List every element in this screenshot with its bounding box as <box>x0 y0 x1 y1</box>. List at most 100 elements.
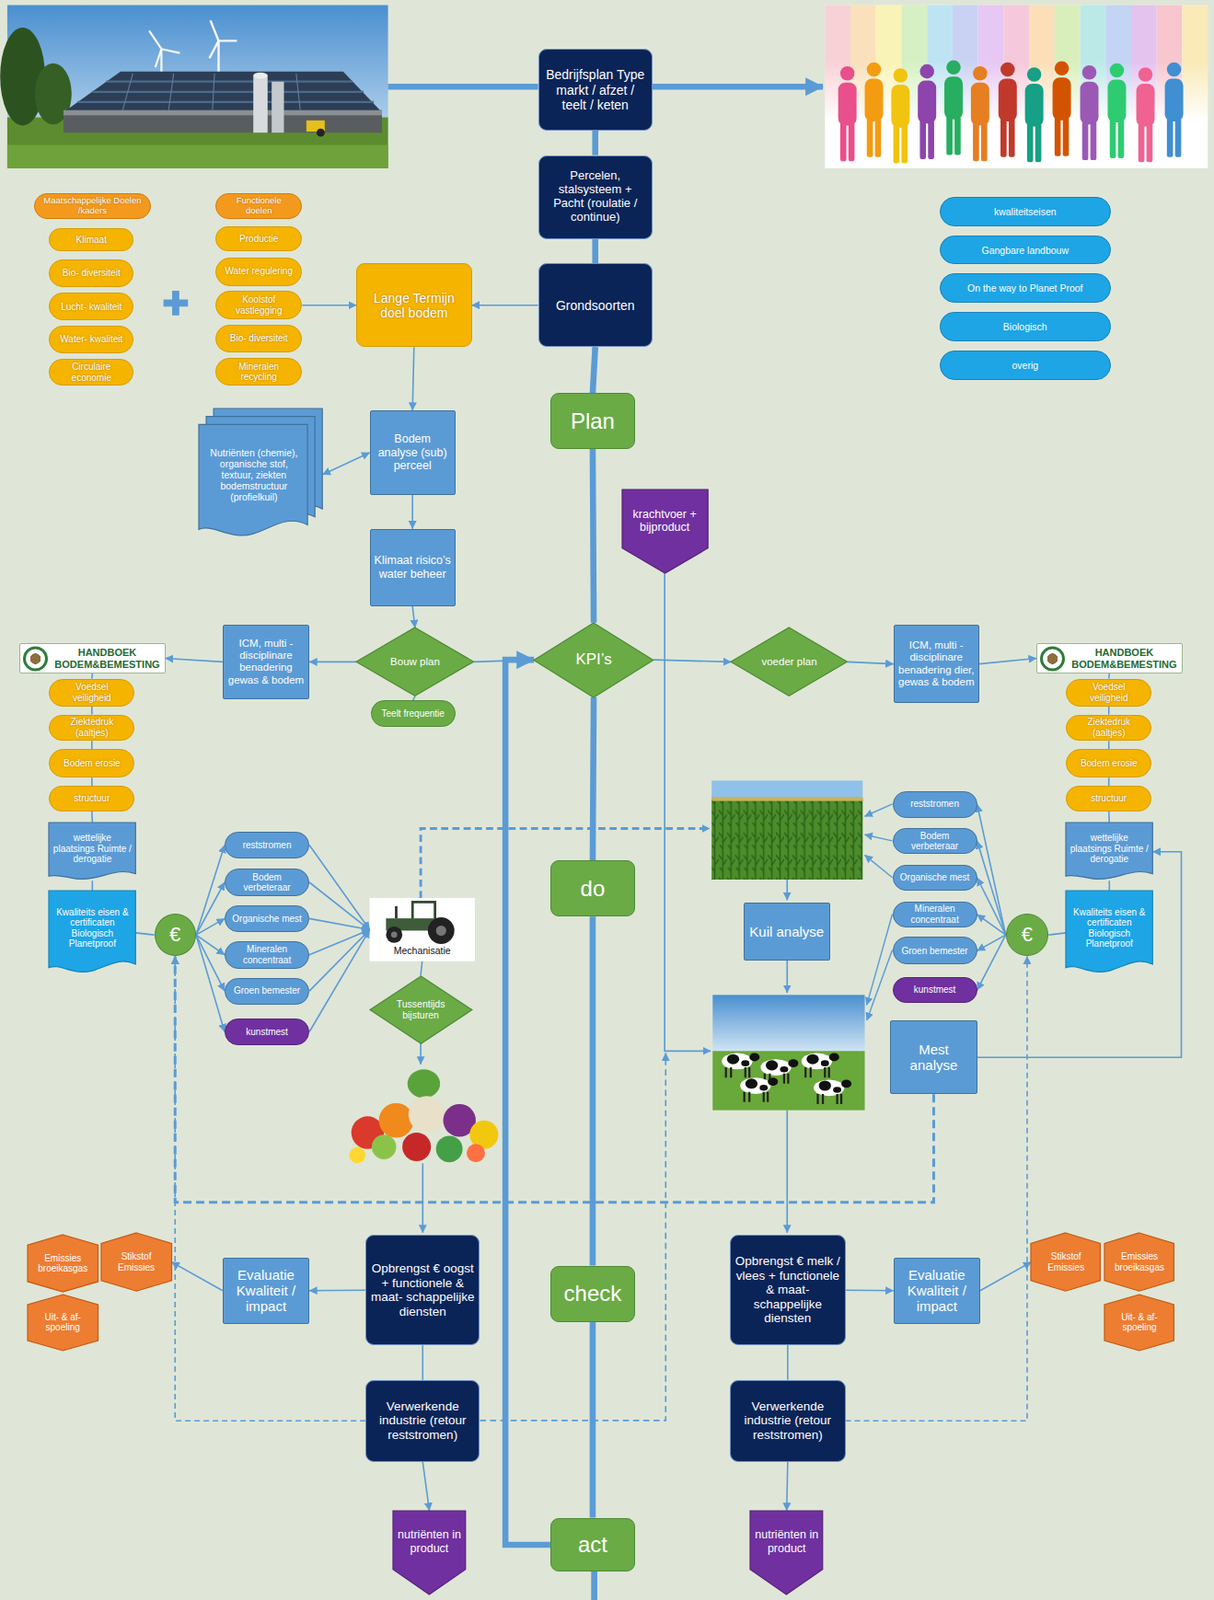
connector <box>323 452 370 475</box>
node-text: Emissies broeikasgas <box>31 1253 95 1275</box>
money-circle: € <box>1005 913 1050 958</box>
connector <box>309 845 370 931</box>
node-text: Ziektedruk (aaltjes) <box>1073 716 1145 739</box>
label-pill: Ziektedruk (aaltjes) <box>48 715 135 742</box>
node-text: Grondsoorten <box>543 298 648 313</box>
emission-hexagon: Emissies broeikasgas <box>1104 1233 1174 1292</box>
document-stack: Nutriënten (chemie), organische stof, te… <box>198 408 323 542</box>
process-box: ICM, multi - disciplinare benadering gew… <box>222 624 310 700</box>
phase-box: Plan <box>550 393 636 450</box>
label-pill: Groen bemester <box>224 978 310 1006</box>
cows-photo <box>813 1079 852 1105</box>
tractor-picture <box>394 906 398 919</box>
document-shape: Kwaliteits eisen & certificaten Biologis… <box>1065 890 1153 975</box>
cows-photo <box>712 994 865 1110</box>
node-text: Bedrijfsplan Type markt / afzet / teelt … <box>543 67 648 112</box>
label-pill: Circulaire economie <box>48 358 134 386</box>
node-text: Circulaire economie <box>56 361 127 383</box>
connector <box>592 449 594 624</box>
node-text: KPI’s <box>557 650 630 670</box>
node-text: € <box>156 923 195 947</box>
node-text: Evaluatie Kwaliteit / impact <box>227 1267 305 1316</box>
process-box: ICM, multi - disciplinare benadering die… <box>893 624 980 704</box>
connector <box>979 659 1037 665</box>
phase-box: check <box>550 1266 636 1323</box>
connector <box>136 933 155 936</box>
label-pill: Functionele doelen <box>215 193 302 220</box>
decision-diamond: Tussentijds bijsturen <box>369 976 473 1044</box>
shape-outline <box>27 1235 99 1293</box>
label-pill: Mineralen recycling <box>215 358 302 386</box>
cows-photo <box>801 1053 840 1079</box>
shoppers-photo <box>1080 65 1099 161</box>
connector <box>171 1262 222 1292</box>
node-text: ICM, multi - disciplinare benadering die… <box>898 639 975 689</box>
connector <box>1108 811 1110 823</box>
label-pill: Gangbare landbouw <box>939 235 1111 265</box>
shoppers-photo <box>1107 63 1126 159</box>
label-pill: reststromen <box>892 791 978 819</box>
node-text: do <box>554 876 631 902</box>
process-box: Percelen, stalsysteem + Pacht (roulatie … <box>538 155 653 240</box>
node-text: Percelen, stalsysteem + Pacht (roulatie … <box>543 169 648 225</box>
connector <box>92 880 94 891</box>
connector <box>165 659 223 663</box>
farm-photo <box>253 72 268 80</box>
document-shape: wettelijke plaatsings Ruimte / derogatie <box>1065 822 1153 881</box>
farm-photo <box>271 81 284 133</box>
process-box: Evaluatie Kwaliteit / impact <box>222 1258 310 1325</box>
output-pentagon: nutriënten in product <box>393 1511 466 1596</box>
connector <box>786 1462 788 1512</box>
label-pill: Klimaat <box>48 228 134 251</box>
label-pill: Productie <box>215 226 302 252</box>
connector <box>786 1345 789 1381</box>
connector <box>977 852 1182 1059</box>
flow-lines <box>419 1042 422 1064</box>
logo-icon <box>23 646 48 671</box>
node-text: wettelijke plaatsings Ruimte / derogatie <box>52 832 132 866</box>
connector <box>505 659 551 1546</box>
node-text: Ziektedruk (aaltjes) <box>56 716 128 739</box>
node-text: overig <box>948 359 1103 371</box>
node-text: Lange Termijn doel bodem <box>360 290 467 321</box>
label-pill: On the way to Planet Proof <box>939 273 1111 303</box>
node-text: Evaluatie Kwaliteit / impact <box>898 1267 976 1316</box>
label-pill: Teelt frequentie <box>370 700 456 728</box>
shoppers-photo <box>944 59 963 155</box>
farm-photo <box>77 81 374 103</box>
node-text: Uit- & af- spoeling <box>1108 1312 1171 1334</box>
node-text: Functionele doelen <box>222 196 295 217</box>
label-pill: kunstmest <box>892 977 978 1005</box>
node-text: Maatschappelijke Doelen /kaders <box>41 196 144 217</box>
flow-lines <box>865 834 893 842</box>
farm-photo <box>7 5 389 169</box>
shoppers-photo <box>838 66 857 162</box>
node-text: Bouw plan <box>380 656 451 669</box>
node-text: act <box>554 1532 631 1559</box>
connector <box>592 346 596 394</box>
label-pill: Bodem erosie <box>48 749 135 778</box>
connector <box>1108 740 1110 750</box>
node-text: Groen bemester <box>231 985 302 997</box>
process-box: Verwerkende industrie (retour reststrome… <box>729 1380 845 1463</box>
node-text: Voedsel veiligheid <box>1074 682 1145 704</box>
node-text: Mineralen concentraat <box>900 903 971 925</box>
label-pill: structuur <box>1065 786 1152 812</box>
connector <box>196 918 225 936</box>
node-text: wettelijke plaatsings Ruimte / derogatie <box>1069 832 1149 866</box>
node-text: Voedsel veiligheid <box>57 682 128 704</box>
output-pentagon: krachtvoer + bijproduct <box>622 489 708 574</box>
node-text: Bio- diversiteit <box>57 267 127 279</box>
connector <box>91 673 93 680</box>
node-text: kunstmest <box>900 984 971 996</box>
shape-outline <box>533 623 654 698</box>
connector <box>301 304 357 307</box>
shoppers-photo <box>824 5 1208 169</box>
farm-photo <box>63 110 382 133</box>
shoppers-photo <box>824 5 1208 169</box>
node-text: Koolstof vastlegging <box>223 294 295 316</box>
label-pill: Lucht- kwaliteit <box>48 292 134 321</box>
plus-sign <box>163 290 189 316</box>
shape-outline <box>369 976 473 1044</box>
node-text: Biologisch <box>947 321 1103 333</box>
